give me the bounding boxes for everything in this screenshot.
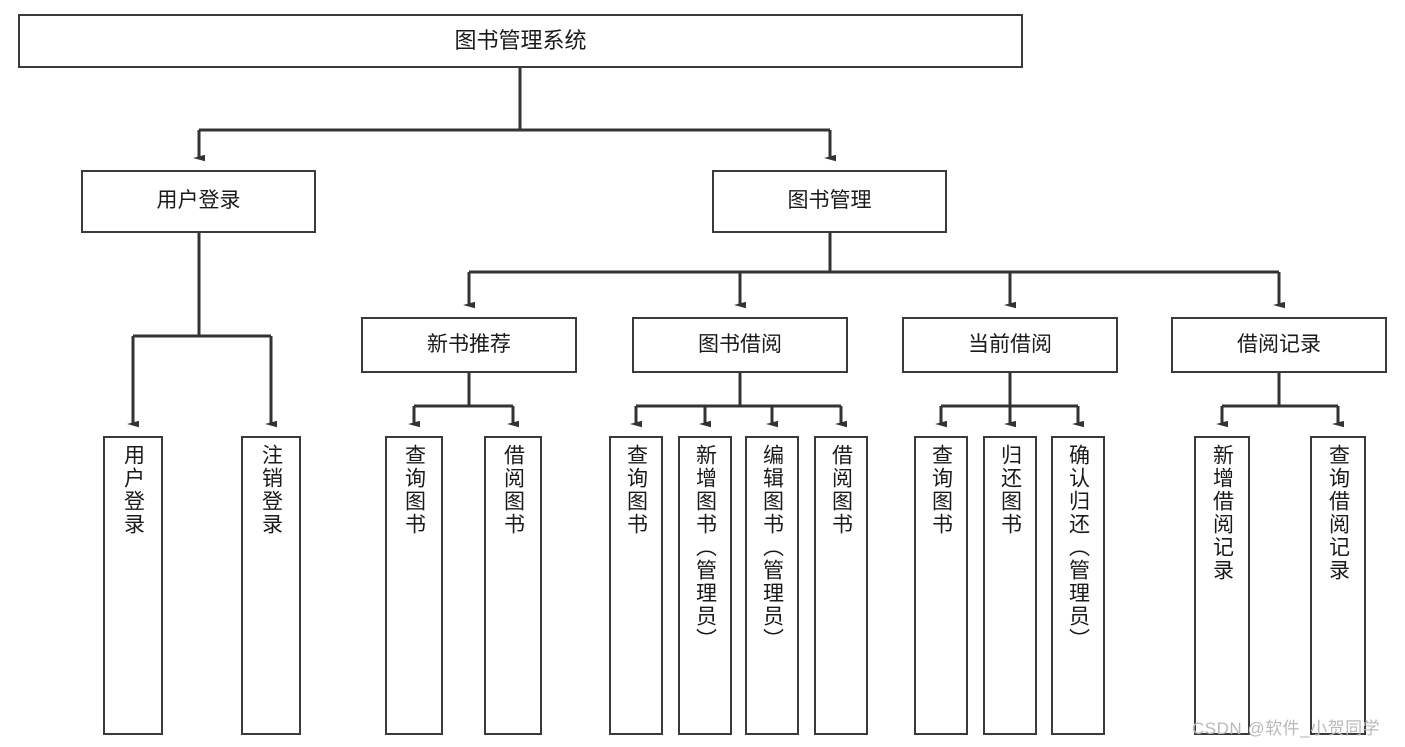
node-current-borrow[interactable]: 当前借阅: [902, 317, 1118, 373]
node-label: 用户登录: [156, 189, 241, 213]
node-label: 借阅图书: [501, 444, 525, 536]
node-label: 查询借阅记录: [1326, 444, 1350, 582]
node-leaf-query-book-2[interactable]: 查询图书: [609, 436, 663, 735]
watermark-text: CSDN @软件_小贺同学: [1192, 719, 1381, 738]
node-label: 新增图书（管理员）: [693, 444, 717, 651]
node-label: 查询图书: [929, 444, 953, 536]
node-leaf-add-book[interactable]: 新增图书（管理员）: [678, 436, 732, 735]
node-label: 确认归还（管理员）: [1066, 444, 1090, 651]
node-label: 注销登录: [259, 444, 283, 536]
node-new-book-recommend[interactable]: 新书推荐: [361, 317, 577, 373]
node-leaf-query-book-1[interactable]: 查询图书: [385, 436, 443, 735]
node-leaf-add-record[interactable]: 新增借阅记录: [1194, 436, 1250, 735]
node-label: 查询图书: [402, 444, 426, 536]
node-leaf-edit-book[interactable]: 编辑图书（管理员）: [745, 436, 799, 735]
node-leaf-logout[interactable]: 注销登录: [241, 436, 301, 735]
node-leaf-return-book[interactable]: 归还图书: [983, 436, 1037, 735]
node-book-borrow[interactable]: 图书借阅: [632, 317, 848, 373]
node-label: 借阅记录: [1237, 332, 1321, 356]
node-leaf-query-book-3[interactable]: 查询图书: [914, 436, 968, 735]
node-book-manage[interactable]: 图书管理: [712, 170, 947, 233]
node-borrow-record[interactable]: 借阅记录: [1171, 317, 1387, 373]
node-label: 新增借阅记录: [1210, 444, 1234, 582]
node-leaf-user-login[interactable]: 用户登录: [103, 436, 163, 735]
node-user-login[interactable]: 用户登录: [81, 170, 316, 233]
node-leaf-query-record[interactable]: 查询借阅记录: [1310, 436, 1366, 735]
node-label: 图书借阅: [698, 332, 782, 356]
node-label: 借阅图书: [829, 444, 853, 536]
node-label: 新书推荐: [427, 332, 511, 356]
node-label: 图书管理系统: [454, 28, 587, 54]
node-leaf-borrow-book-1[interactable]: 借阅图书: [484, 436, 542, 735]
node-root-system[interactable]: 图书管理系统: [18, 14, 1023, 68]
node-label: 归还图书: [998, 444, 1022, 536]
node-label: 当前借阅: [968, 332, 1052, 356]
node-label: 查询图书: [624, 444, 648, 536]
node-label: 用户登录: [121, 444, 145, 536]
node-label: 图书管理: [787, 189, 872, 213]
node-label: 编辑图书（管理员）: [760, 444, 784, 651]
node-leaf-confirm-return[interactable]: 确认归还（管理员）: [1051, 436, 1105, 735]
node-leaf-borrow-book-2[interactable]: 借阅图书: [814, 436, 868, 735]
